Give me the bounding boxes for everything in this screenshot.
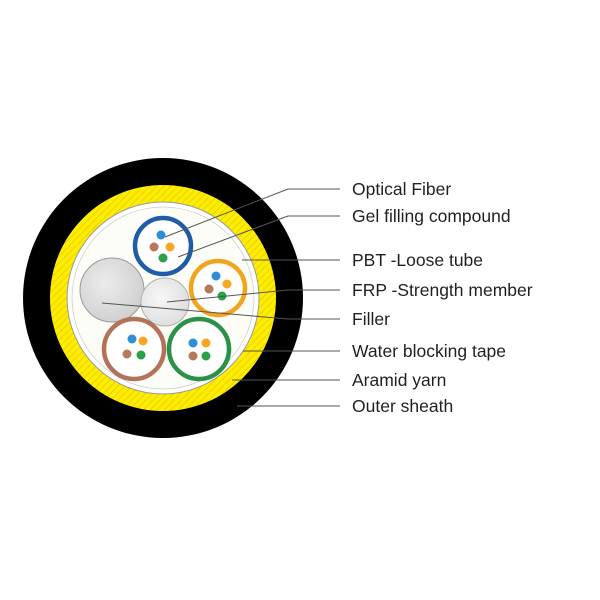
- label-outer-sheath: Outer sheath: [352, 396, 453, 416]
- fiber: [211, 271, 221, 281]
- loose-tube-blue: [132, 215, 194, 277]
- frp-strength-member: [140, 277, 190, 327]
- loose-tube-green: [166, 316, 232, 382]
- fiber: [156, 230, 166, 240]
- fiber: [222, 279, 232, 289]
- fiber: [122, 349, 132, 359]
- label-filler: Filler: [352, 309, 390, 329]
- fiber: [138, 336, 148, 346]
- leader-line-gel: [177, 215, 340, 258]
- fiber: [188, 338, 198, 348]
- leader-line-frp: [166, 289, 340, 303]
- fiber: [204, 284, 214, 294]
- fiber: [136, 350, 146, 360]
- fiber: [217, 291, 227, 301]
- fiber: [165, 242, 175, 252]
- leader-lines: [101, 188, 340, 407]
- label-frp-strength-member: FRP -Strength member: [352, 280, 533, 300]
- fiber: [158, 253, 168, 263]
- loose-tube-orange: [188, 258, 248, 318]
- fiber: [188, 351, 198, 361]
- fiber: [201, 351, 211, 361]
- fiber: [201, 338, 211, 348]
- leader-line-optical-fiber: [164, 188, 340, 238]
- loose-tube-brown: [101, 316, 167, 382]
- label-gel-filling-compound: Gel filling compound: [352, 206, 511, 226]
- leader-line-filler: [101, 302, 340, 320]
- label-water-blocking-tape: Water blocking tape: [352, 341, 506, 361]
- fiber: [149, 242, 159, 252]
- label-pbt-loose-tube: PBT -Loose tube: [352, 250, 483, 270]
- label-aramid-yarn: Aramid yarn: [352, 370, 446, 390]
- label-optical-fiber: Optical Fiber: [352, 179, 451, 199]
- filler: [79, 257, 145, 323]
- fiber: [127, 334, 137, 344]
